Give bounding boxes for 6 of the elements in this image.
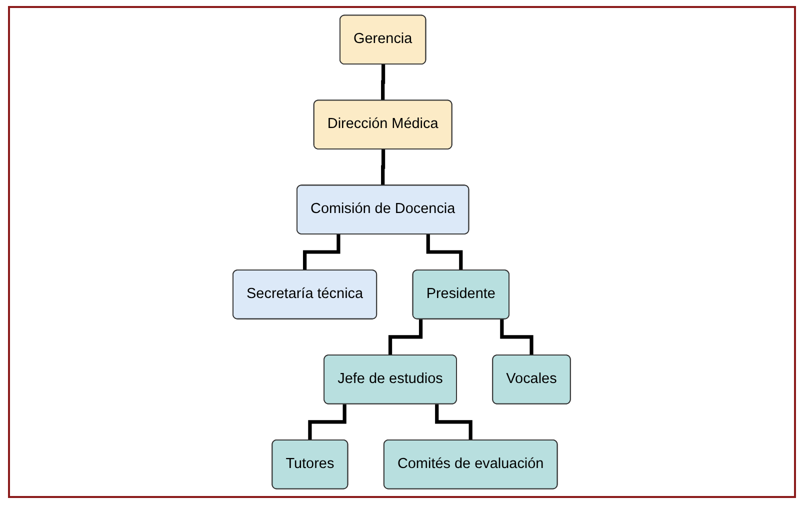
connector <box>303 234 341 272</box>
connector <box>381 149 386 188</box>
connector <box>388 319 423 358</box>
connector <box>500 319 534 358</box>
connector <box>426 234 464 272</box>
connector <box>381 64 386 102</box>
